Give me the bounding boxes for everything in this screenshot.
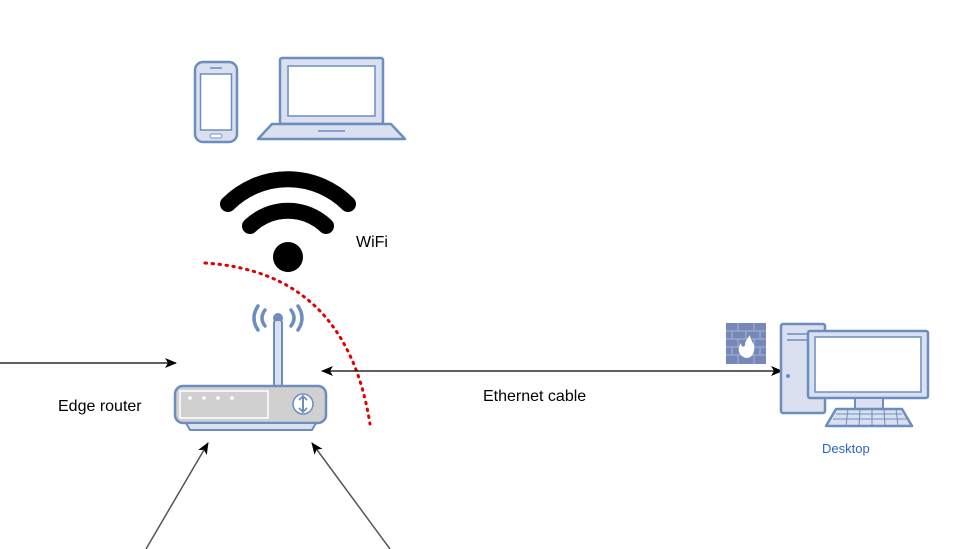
incoming-arrow-bottom-left (145, 442, 209, 549)
boundary-dotted-line (203, 261, 372, 426)
incoming-arrow-bottom-right (311, 442, 391, 549)
wifi-label: WiFi (356, 234, 388, 251)
wireless-router-icon[interactable] (173, 304, 328, 431)
desktop-computer-icon[interactable] (779, 322, 930, 428)
ethernet-cable-label: Ethernet cable (483, 388, 586, 405)
laptop-icon[interactable] (256, 56, 407, 141)
edge-router-label: Edge router (58, 398, 142, 415)
firewall-icon[interactable] (726, 323, 766, 364)
wifi-signal-icon (220, 171, 356, 272)
desktop-label: Desktop (822, 441, 870, 456)
smartphone-icon[interactable] (193, 60, 239, 144)
